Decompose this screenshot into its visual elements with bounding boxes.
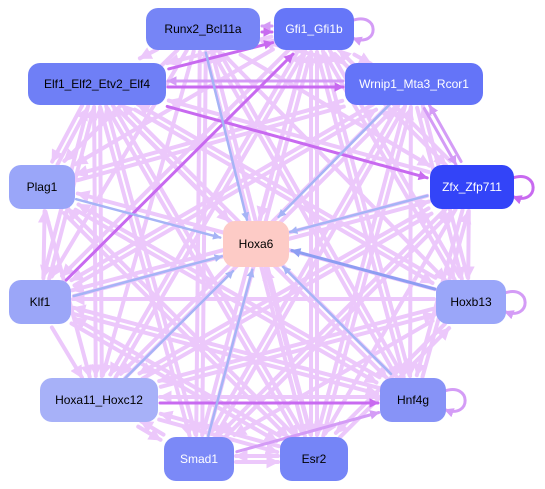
edge-plag1-to-elf1 [55, 106, 90, 167]
edge-hnf4g-to-plag1 [76, 202, 382, 380]
edge-klf1-to-hoxa11 [49, 325, 84, 380]
edge-zfx-to-elf1 [166, 97, 431, 174]
edge-hnf4g-to-hoxa6 [282, 265, 393, 376]
edge-hoxa11-to-zfx [140, 211, 434, 381]
edge-hnf4g-to-klf1 [71, 304, 381, 390]
node-hnf4g[interactable]: Hnf4g [380, 378, 446, 422]
edge-smad1-to-zfx [223, 211, 452, 440]
edge-elf1-to-zfx [165, 104, 429, 181]
edge-smad1-to-hoxa11 [139, 419, 166, 437]
edge-smad1-to-hoxa6 [207, 268, 255, 438]
edge-hoxb13-to-elf1 [136, 102, 438, 280]
edge-smad1-to-hnf4g [235, 410, 381, 454]
edge-esr2-to-plag1 [66, 206, 295, 435]
edge-klf1-to-gfi1 [64, 52, 295, 282]
node-smad1[interactable]: Smad1 [164, 437, 234, 481]
node-zfx-zfp711[interactable]: Zfx_Zfp711 [430, 165, 514, 209]
node-klf1[interactable]: Klf1 [9, 280, 71, 324]
edge-gfi1-to-wrnip1 [352, 52, 373, 66]
edge-wrnip1-to-zfx [422, 107, 458, 166]
edge-elf1-to-hoxb13 [132, 107, 435, 285]
node-wrnip1-mta3-rcor1[interactable]: Wrnip1_Mta3_Rcor1 [345, 63, 483, 105]
node-hoxa11-hoxc12[interactable]: Hoxa11_Hoxc12 [40, 378, 158, 422]
edge-wrnip1-to-hoxa6 [277, 103, 391, 219]
edge-esr2-to-elf1 [110, 103, 305, 436]
edge-zfx-to-wrnip1 [428, 104, 463, 163]
node-esr2[interactable]: Esr2 [280, 437, 348, 481]
edge-zfx-to-hoxa6 [288, 194, 429, 234]
edge-hnf4g-to-gfi1 [319, 49, 412, 378]
edge-hoxa11-to-hoxb13 [158, 311, 437, 389]
edge-klf1-to-wrnip1 [72, 107, 379, 288]
node-hoxa6[interactable]: Hoxa6 [223, 221, 289, 267]
node-plag1[interactable]: Plag1 [9, 165, 75, 209]
edge-plag1-to-hnf4g [73, 207, 379, 385]
edge-plag1-to-hoxa6 [74, 197, 222, 240]
edge-hnf4g-to-runx2 [216, 48, 404, 377]
edge-hoxa11-to-hoxa6 [124, 269, 235, 380]
edge-hoxa11-to-gfi1 [113, 51, 306, 380]
edge-runx2-to-elf1 [137, 47, 160, 61]
edge-runx2-to-hnf4g [211, 51, 399, 380]
self-loop-zfx [511, 175, 535, 205]
self-loop-gfi1 [351, 17, 375, 46]
edge-zfx-to-hoxb13 [461, 209, 475, 280]
edge-esr2-to-hoxa11 [158, 410, 281, 449]
edge-hoxb13-to-hoxa11 [157, 306, 436, 385]
node-gfi1-gfi1b[interactable]: Gfi1_Gfi1b [274, 8, 354, 50]
node-elf1-elf2-etv2-elf4[interactable]: Elf1_Elf2_Etv2_Elf4 [28, 63, 166, 105]
edge-runx2-to-hoxa6 [204, 51, 250, 221]
self-loop-hoxb13 [503, 290, 527, 320]
edge-esr2-to-klf1 [72, 316, 282, 438]
node-hoxb13[interactable]: Hoxb13 [436, 280, 506, 324]
edge-hoxb13-to-hoxa6 [290, 248, 437, 291]
node-runx2-bcl11a[interactable]: Runx2_Bcl11a [146, 8, 260, 50]
self-loop-hnf4g [443, 388, 467, 418]
edge-klf1-to-hoxa6 [72, 254, 224, 298]
